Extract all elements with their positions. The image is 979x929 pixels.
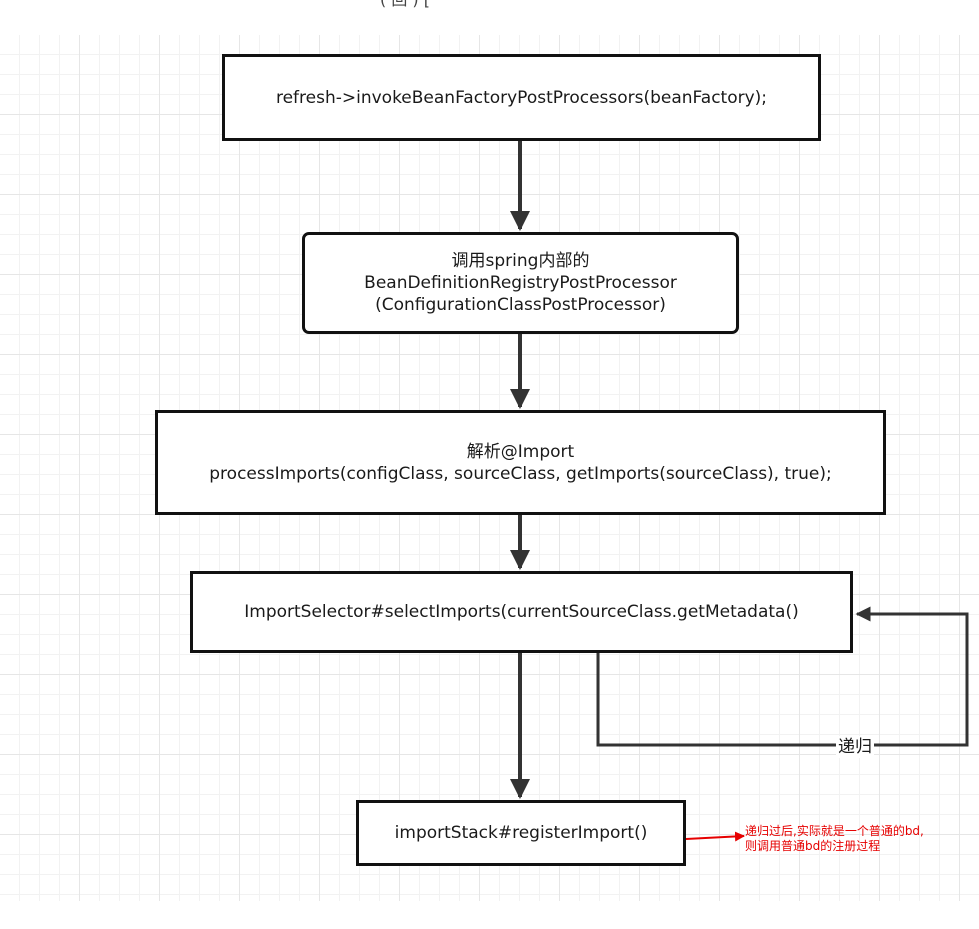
- node-config-post-processor: 调用spring内部的 BeanDefinitionRegistryPostPr…: [302, 232, 739, 334]
- node-register-text: importStack#registerImport(): [394, 823, 648, 843]
- edge-annotation-pointer: [685, 831, 745, 842]
- node-refresh-invoke: refresh->invokeBeanFactoryPostProcessors…: [222, 54, 821, 141]
- annotation-line-2: 则调用普通bd的注册过程: [745, 839, 881, 853]
- node-import-selector: ImportSelector#selectImports(currentSour…: [190, 571, 853, 653]
- node-selector-text: ImportSelector#selectImports(currentSour…: [244, 602, 799, 622]
- node-parse-line-2: processImports(configClass, sourceClass,…: [209, 463, 832, 484]
- node-parse-import: 解析@Import processImports(configClass, so…: [155, 410, 886, 515]
- node-refresh-text: refresh->invokeBeanFactoryPostProcessors…: [275, 87, 768, 108]
- node-config-line-1: 调用spring内部的: [451, 251, 590, 271]
- node-parse-line-1: 解析@Import: [466, 441, 575, 462]
- red-annotation: 递归过后,实际就是一个普通的bd, 则调用普通bd的注册过程: [745, 824, 924, 854]
- annotation-line-1: 递归过后,实际就是一个普通的bd,: [745, 824, 924, 838]
- node-register-import: importStack#registerImport(): [356, 800, 686, 866]
- node-config-line-2: BeanDefinitionRegistryPostProcessor: [364, 273, 677, 293]
- edge-recursion-loop: [596, 606, 969, 747]
- node-config-line-3: (ConfigurationClassPostProcessor): [375, 295, 666, 315]
- recursion-edge-label: 递归: [836, 736, 874, 758]
- cropped-top-text: ( 回 ) [: [380, 0, 710, 10]
